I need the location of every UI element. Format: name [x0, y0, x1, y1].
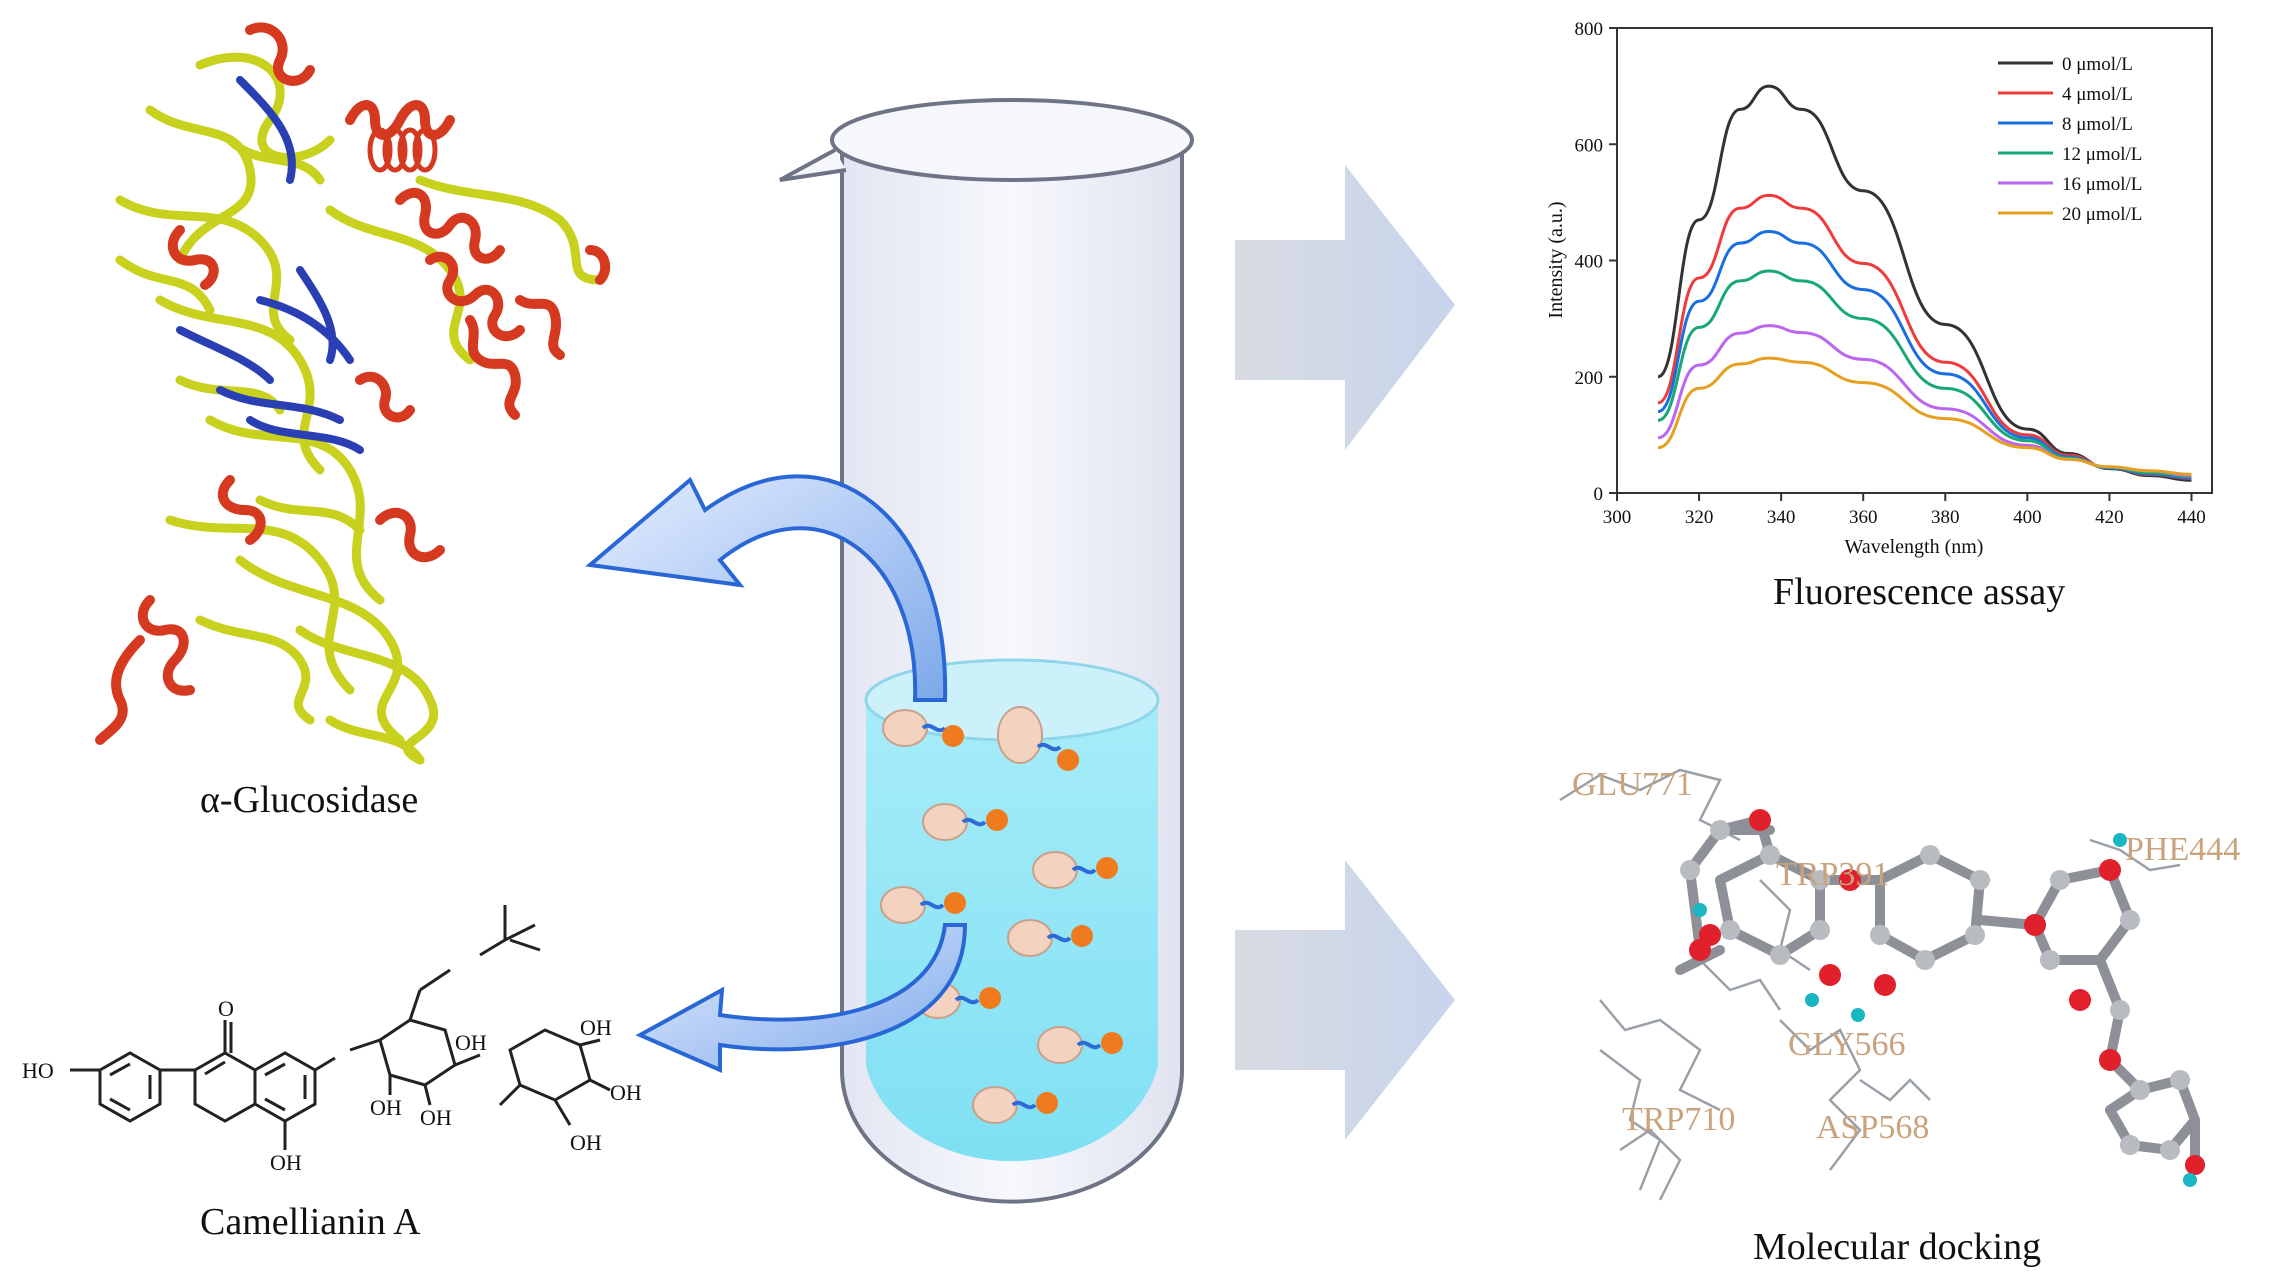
label-oh-glucose-2: OH [420, 1105, 452, 1130]
docking-view: GLU771 TRP391 PHE444 GLY566 ASP568 TRP71… [1559, 766, 2240, 1201]
label-oh-glucose-3: OH [455, 1030, 487, 1055]
series-line-5 [1657, 356, 2192, 476]
camellianin-a-structure [70, 905, 611, 1150]
x-tick-label: 320 [1685, 507, 1714, 528]
label-oh-glucose-1: OH [370, 1095, 402, 1120]
protein-ribbon-image [95, 22, 611, 765]
rhamnose-ring [508, 1028, 592, 1102]
arrow-to-compound [635, 923, 968, 1074]
x-tick-label: 340 [1767, 507, 1796, 528]
y-tick-label: 600 [1575, 135, 1604, 156]
curved-arrows [585, 474, 968, 1074]
chart-legend: 0 μmol/L 4 μmol/L 8 μmol/L 12 μmol/L 16 μmol… [1998, 54, 2142, 225]
structure-atom-labels: HO O OH OH OH OH OH OH OH [22, 996, 642, 1175]
label-oh-rhamnose-3: OH [570, 1130, 602, 1155]
residue-label-phe444: PHE444 [2125, 831, 2240, 868]
block-arrows [1235, 165, 1455, 1140]
residue-wireframe [1559, 768, 2181, 1201]
tube-spout [779, 148, 847, 182]
label-oh-rhamnose-2: OH [610, 1080, 642, 1105]
x-tick-label: 440 [2177, 507, 2206, 528]
chromone-benzo-ring [253, 1051, 317, 1123]
label-ho-phenol: HO [22, 1058, 54, 1083]
x-tick-label: 380 [1931, 507, 1960, 528]
residue-label-trp391: TRP391 [1776, 856, 1889, 893]
chart-series-lines [1657, 84, 2192, 482]
chart-y-axis-label: Intensity (a.u.) [1545, 201, 1567, 318]
arrow-to-docking [1235, 860, 1455, 1140]
residue-label-gly566: GLY566 [1788, 1026, 1905, 1063]
label-oh-a-ring: OH [270, 1150, 302, 1175]
y-tick-label: 200 [1575, 368, 1604, 389]
legend-label-2: 8 μmol/L [2062, 114, 2133, 135]
chart-x-axis-label: Wavelength (nm) [1845, 536, 1984, 558]
residue-label-glu771: GLU771 [1572, 766, 1693, 803]
legend-label-3: 12 μmol/L [2062, 144, 2142, 165]
chart-x-ticks: 300 320 340 360 380 400 420 440 [1603, 493, 2206, 528]
label-ketone-o: O [218, 996, 234, 1021]
enzyme-ligand-complexes [880, 706, 1123, 1124]
y-tick-label: 800 [1575, 19, 1604, 40]
caption-camellianin-a: Camellianin A [200, 1201, 421, 1243]
x-tick-label: 300 [1603, 507, 1632, 528]
x-tick-label: 400 [2013, 507, 2042, 528]
residue-label-asp568: ASP568 [1816, 1109, 1929, 1146]
residue-labels: GLU771 TRP391 PHE444 GLY566 ASP568 TRP71… [1572, 766, 2240, 1146]
residue-label-trp710: TRP710 [1622, 1101, 1735, 1138]
legend-label-1: 4 μmol/L [2062, 84, 2133, 105]
chart-plot-frame [1616, 27, 2213, 494]
caption-molecular-docking: Molecular docking [1753, 1226, 2042, 1268]
y-tick-label: 0 [1594, 484, 1604, 505]
chart-y-ticks: 0 200 400 600 800 [1575, 19, 1617, 505]
legend-label-4: 16 μmol/L [2062, 174, 2142, 195]
legend-label-0: 0 μmol/L [2062, 54, 2133, 75]
y-tick-label: 400 [1575, 252, 1604, 273]
x-tick-label: 420 [2095, 507, 2124, 528]
ligand-ball-and-stick [1675, 809, 2205, 1187]
legend-label-5: 20 μmol/L [2062, 204, 2142, 225]
caption-alpha-glucosidase: α-Glucosidase [200, 779, 419, 821]
arrow-to-fluorescence [1235, 165, 1455, 450]
x-tick-label: 360 [1849, 507, 1878, 528]
label-oh-rhamnose-1: OH [580, 1015, 612, 1040]
tube-rim [830, 98, 1194, 182]
arrow-to-enzyme [585, 474, 948, 702]
ligand-atoms [1680, 809, 2205, 1187]
caption-fluorescence-assay: Fluorescence assay [1773, 571, 2066, 613]
fluorescence-chart: 0 200 400 600 800 300 320 340 360 380 400 420 440 0… [1545, 19, 2213, 558]
phenol-ring [98, 1051, 162, 1123]
